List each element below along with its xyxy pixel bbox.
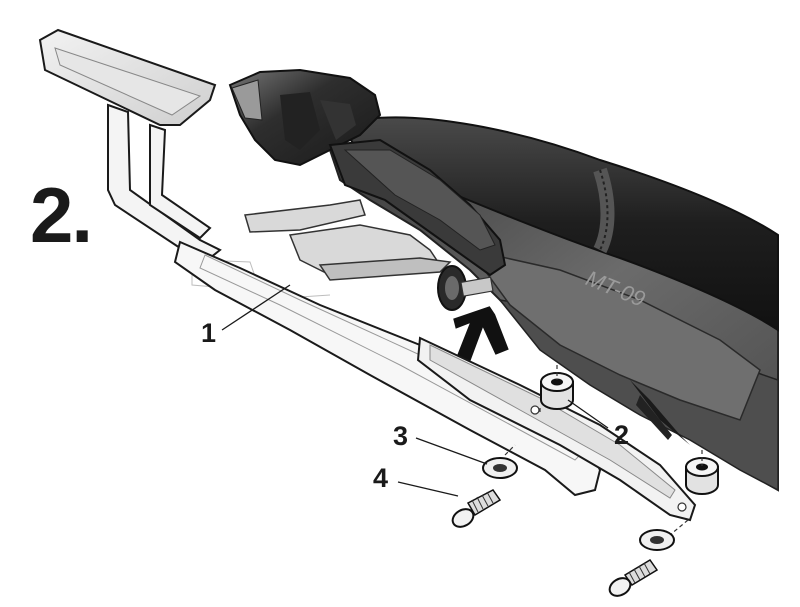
callout-2: 2 <box>614 420 630 450</box>
step-number: 2. <box>30 171 93 259</box>
up-arrow-icon <box>450 303 512 367</box>
tail-light <box>228 68 507 277</box>
callout-4: 4 <box>373 463 389 493</box>
screw-lower <box>608 558 659 597</box>
callout-1: 1 <box>201 318 217 348</box>
carrier-bracket <box>38 28 697 522</box>
spacer-lower <box>685 457 719 495</box>
alignment-lines <box>504 365 703 536</box>
washer-lower <box>639 529 675 551</box>
washer-upper <box>482 457 518 479</box>
frame-bracket <box>244 199 452 281</box>
callout-3: 3 <box>393 421 409 451</box>
mounting-stud <box>437 265 494 311</box>
screw-upper <box>451 489 502 528</box>
spacer-upper <box>540 372 574 410</box>
leader-lines <box>221 284 609 497</box>
